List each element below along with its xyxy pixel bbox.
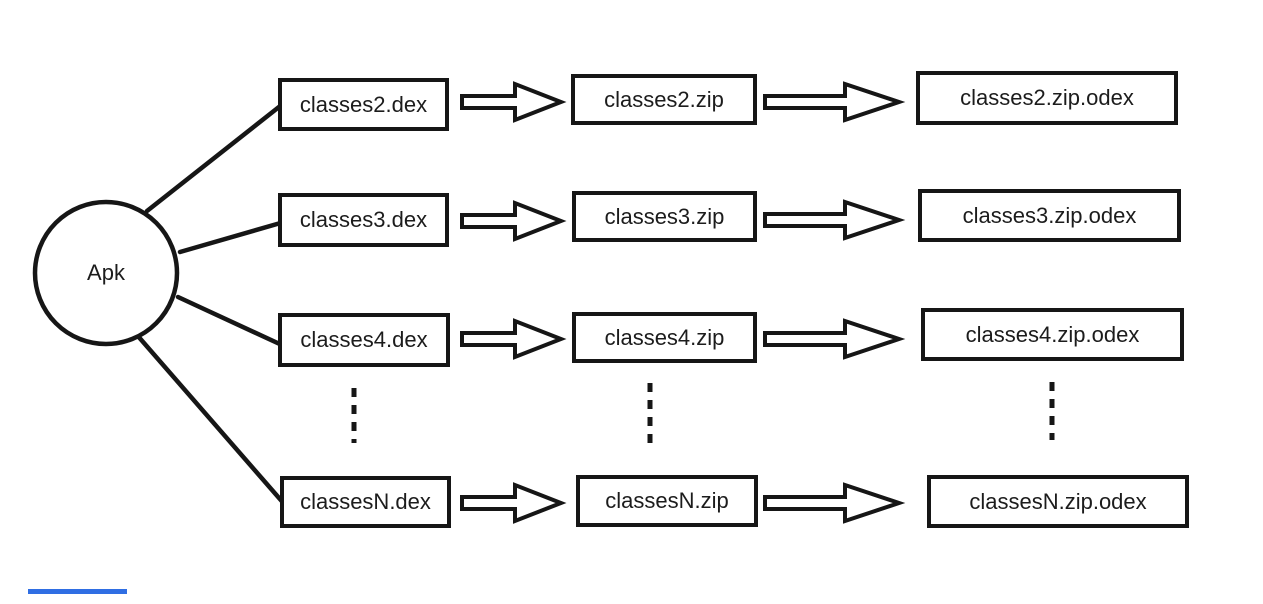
dex-to-zip-arrow-row1: [460, 81, 567, 123]
dex-box-row4: classesN.dex: [280, 476, 451, 528]
apk-circle: [32, 199, 180, 347]
odex-box-row2: classes3.zip.odex: [918, 189, 1181, 242]
apk-to-dexN-connector: [134, 332, 289, 509]
dex-to-zip-arrow-row2: [460, 200, 567, 242]
dex-to-zip-arrow-row4: [460, 482, 567, 524]
apk-to-dex4-connector: [175, 294, 287, 349]
dex-box-row3: classes4.dex: [278, 313, 450, 367]
apk-to-dex3-connector: [177, 219, 287, 255]
odex-box-row4: classesN.zip.odex: [927, 475, 1189, 528]
dex-to-zip-arrow-row3: [460, 318, 567, 360]
apk-node-label: Apk: [87, 260, 125, 285]
zip-to-odex-arrow-row1: [763, 81, 906, 123]
dex-box-row2: classes3.dex: [278, 193, 449, 247]
zip-to-odex-arrow-row4: [763, 482, 906, 524]
apk-to-dex2-connector: [144, 100, 287, 214]
zip-box-row1: classes2.zip: [571, 74, 757, 125]
odex-box-row3: classes4.zip.odex: [921, 308, 1184, 361]
zip-box-row4: classesN.zip: [576, 475, 758, 527]
zip-to-odex-arrow-row2: [763, 199, 906, 241]
zip-to-odex-arrow-row3: [763, 318, 906, 360]
odex-box-row1: classes2.zip.odex: [916, 71, 1178, 125]
dex-box-row1: classes2.dex: [278, 78, 449, 131]
zip-box-row3: classes4.zip: [572, 312, 757, 363]
accent-bar: [28, 589, 127, 594]
zip-box-row2: classes3.zip: [572, 191, 757, 242]
